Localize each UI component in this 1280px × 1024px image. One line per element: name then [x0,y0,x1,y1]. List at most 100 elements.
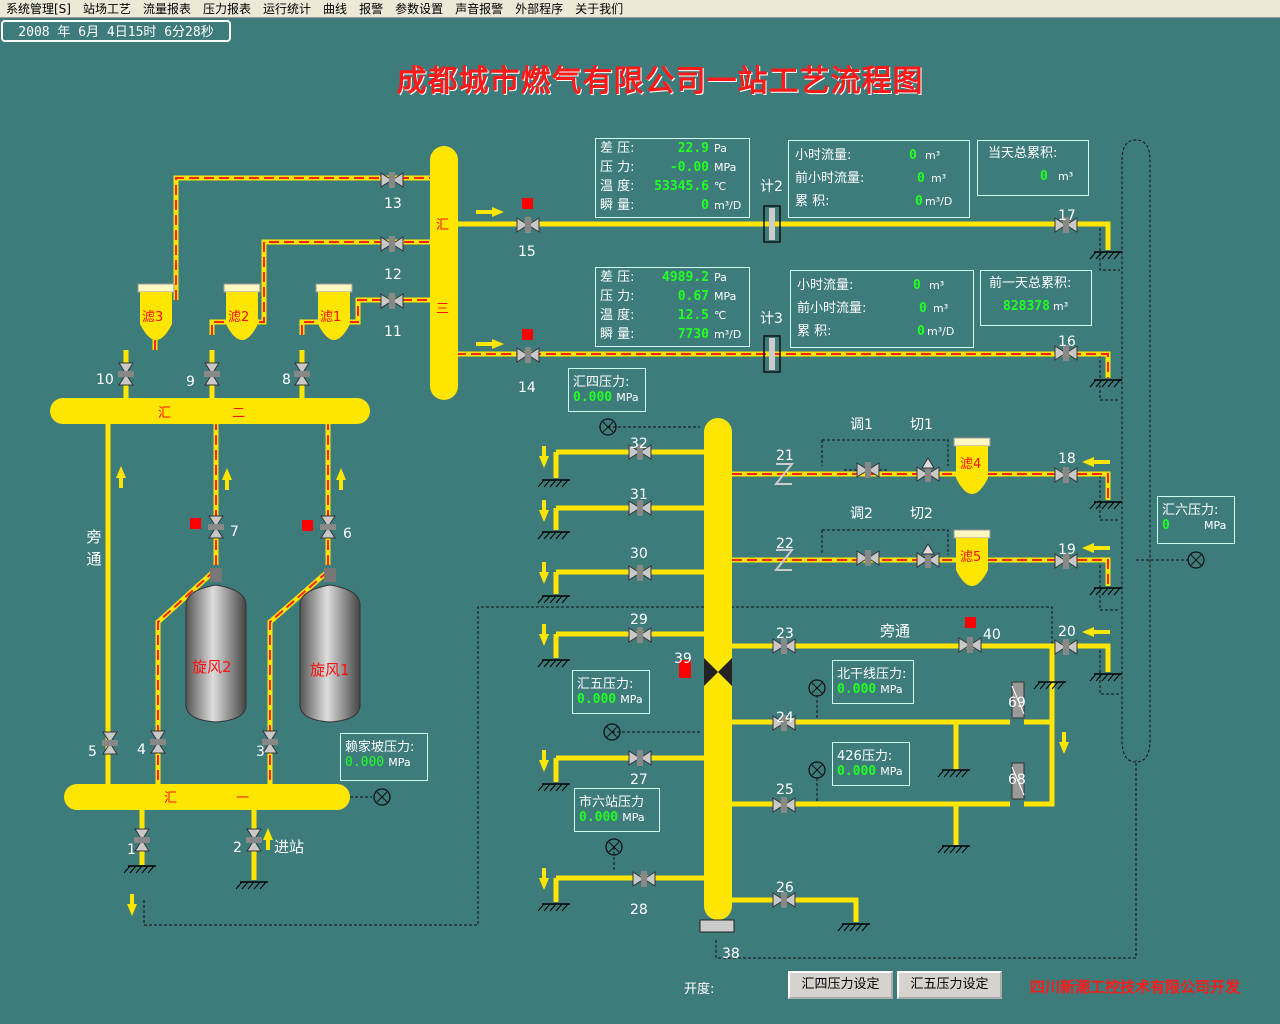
valve-h-19[interactable] [772,892,796,908]
valve-v-4[interactable] [320,515,336,539]
gauge-beigan-x2 [811,682,823,694]
hui5-pressure-set-button[interactable]: 汇五压力设定 [897,971,1002,999]
gauge-426-x2 [811,764,823,776]
line-top [456,221,1111,250]
valve-h-9[interactable] [628,565,652,581]
flow-arrow-top [476,207,504,217]
gauge-hui4-x2 [602,421,614,433]
menu-item-1[interactable]: 站场工艺 [82,2,131,16]
ground-1-hatch [1089,379,1097,388]
valve-h-0[interactable] [380,172,404,188]
menu-item-2[interactable]: 流量报表 [143,2,192,16]
valve-h-12[interactable] [632,871,656,887]
flow-arrow-27 [539,750,549,772]
valve-h-11[interactable] [628,750,652,766]
signal-ground-18 [1099,475,1120,521]
beigan-pressure-panel: 北干线压力: 0.000 MPa [832,660,914,704]
tiao2-label: 调2 [850,506,873,522]
regulator-line-1 [1011,685,1025,715]
filter-5-label: 滤5 [960,550,982,565]
valve-22-label: 22 [776,536,794,552]
cutoff-valve-1[interactable] [916,466,940,482]
qie1-label: 切1 [910,417,933,433]
ground-11-hatch [129,865,137,874]
valve-h-21[interactable] [856,462,880,478]
filter-2-cap [223,283,261,293]
hui4-pressure-set-button[interactable]: 汇四压力设定 [788,971,893,999]
menu-bar: 系统管理[S] 站场工艺流量报表压力报表运行统计曲线报警参数设置声音报警外部程序关… [0,0,1280,18]
qie2-label: 切2 [910,506,933,522]
ground-3-hatch [1095,587,1103,596]
ground-7-hatch [543,595,551,604]
valve-h-15[interactable] [1054,639,1078,655]
valve-h-5[interactable] [1054,217,1078,233]
menu-item-3[interactable]: 压力报表 [203,2,252,16]
valve-h-3[interactable] [516,217,540,233]
ground-9-hatch [543,783,551,792]
flow-arrow-18 [1082,457,1110,467]
ground-7-hatch [537,595,545,604]
flow-arrow-30 [539,562,549,584]
filter-1 [318,292,350,340]
valve-h-20[interactable] [958,637,982,653]
menu-item-8[interactable]: 声音报警 [455,2,504,16]
valve-h-6[interactable] [1054,345,1078,361]
ground-15-hatch [843,923,851,932]
cyclone-2-neck [210,568,222,582]
valve-v-2[interactable] [294,362,310,386]
valve-23-label: 23 [776,626,794,642]
line-bottom [456,351,1111,378]
valve-h-4[interactable] [516,347,540,363]
valve-v-5[interactable] [102,731,118,755]
valve-h-10[interactable] [628,627,652,643]
valve-v-6[interactable] [150,730,166,754]
meter-3-label: 计3 [760,311,783,327]
valve-h-7[interactable] [628,444,652,460]
valve-h-13[interactable] [1054,467,1078,483]
ground-14-hatch [937,845,945,854]
valve-v-8[interactable] [134,828,150,852]
flow-arrow-20 [1082,627,1110,637]
ground-6-hatch [543,531,551,540]
ground-10-hatch [555,903,563,912]
valve-h-16[interactable] [772,638,796,654]
valve-h-22[interactable] [856,550,880,566]
signal-ground-16 [1099,355,1120,401]
valve-h-14[interactable] [1054,553,1078,569]
valve-h-1[interactable] [380,236,404,252]
valve-v-3[interactable] [208,515,224,539]
menu-item-9[interactable]: 外部程序 [515,2,564,16]
filter-4 [956,446,988,494]
menu-item-7[interactable]: 参数设置 [395,2,444,16]
menu-item-10[interactable]: 关于我们 [575,2,624,16]
valve-v-1[interactable] [204,362,220,386]
bypass-loop-signal [1121,139,1151,763]
filter-5 [956,538,988,586]
ground-15-hatch [837,923,845,932]
menu-item-6[interactable]: 报警 [359,2,384,16]
filter2-to-hui3-flow [211,241,432,335]
menu-item-0[interactable]: 系统管理[S] [6,2,71,16]
menu-item-5[interactable]: 曲线 [323,2,348,16]
ground-11-hatch [141,865,149,874]
header-hui2 [50,398,370,424]
ground-2-hatch [1089,501,1097,510]
valve-v-0[interactable] [118,362,134,386]
valve-h-18[interactable] [772,797,796,813]
valve-h-17[interactable] [772,715,796,731]
hui6-pressure-panel: 汇六压力: 0 MPa [1157,496,1235,544]
ground-14-hatch [949,845,957,854]
menu-item-4[interactable]: 运行统计 [263,2,312,16]
valve-v-7[interactable] [262,730,278,754]
ground-2-hatch [1101,501,1109,510]
gauge-hui4 [599,418,617,436]
cutoff-valve-2[interactable] [916,552,940,568]
valve-h-8[interactable] [628,500,652,516]
valve-v-9[interactable] [246,828,262,852]
valve-h-2[interactable] [380,293,404,309]
p426-pressure-panel: 426压力: 0.000 MPa [832,742,910,786]
ground-14-hatch [961,845,969,854]
